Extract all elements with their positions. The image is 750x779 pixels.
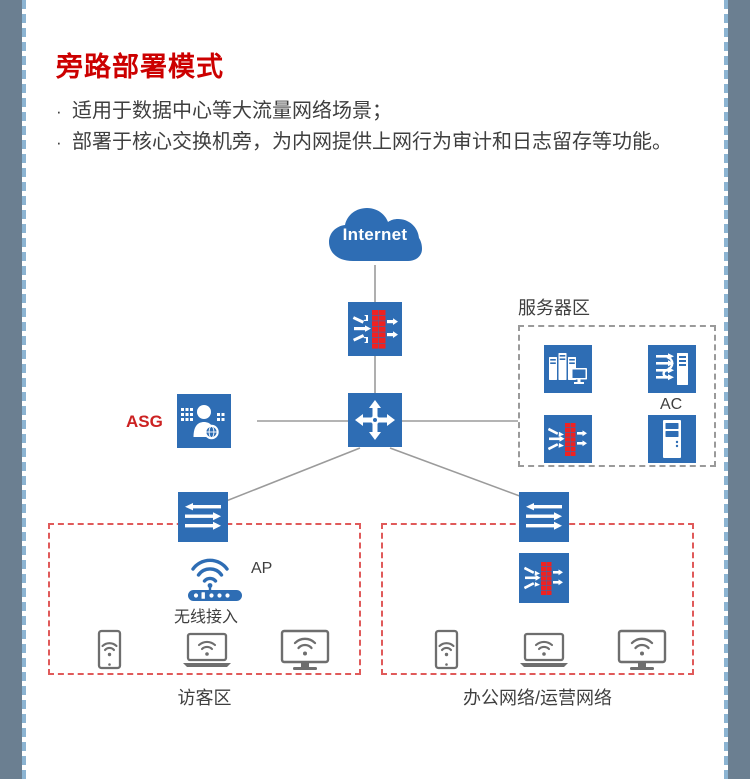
- guest-endpoint-tablet[interactable]: [86, 627, 132, 673]
- monitor-wifi-icon: [617, 629, 667, 670]
- guest-endpoint-monitor[interactable]: [274, 627, 336, 673]
- internet-cloud: Internet: [327, 207, 423, 265]
- office-endpoint-laptop[interactable]: [513, 627, 575, 673]
- page-frame-left-dash: [22, 0, 26, 779]
- firewall-top[interactable]: [348, 302, 402, 356]
- page-frame-right-dash: [724, 0, 728, 779]
- server-zone-firewall[interactable]: [544, 415, 592, 463]
- server-group-device[interactable]: [544, 345, 592, 393]
- internet-label: Internet: [342, 225, 408, 244]
- laptop-wifi-icon: [183, 632, 231, 667]
- firewall-icon: [524, 562, 563, 595]
- tablet-wifi-icon: [434, 629, 459, 670]
- server-group-icon: [549, 353, 587, 384]
- office-zone-firewall[interactable]: [519, 553, 569, 603]
- office-zone-caption: 办公网络/运营网络: [462, 688, 612, 708]
- bullet-text: 适用于数据中心等大流量网络场景；: [72, 100, 392, 122]
- office-zone-switch[interactable]: [519, 492, 569, 542]
- switch-icon: [526, 503, 562, 530]
- list-item: · 适用于数据中心等大流量网络场景；: [56, 96, 716, 127]
- server-zone-title: 服务器区: [518, 298, 590, 318]
- office-endpoint-tablet[interactable]: [423, 627, 469, 673]
- ap-label: AP: [251, 560, 273, 577]
- server-zone-box: [518, 325, 716, 467]
- access-controller-device[interactable]: [648, 345, 696, 393]
- page-title: 旁路部署模式: [56, 52, 224, 82]
- monitor-wifi-icon: [280, 629, 330, 670]
- network-topology-diagram: Internet: [26, 190, 724, 730]
- guest-zone-caption: 访客区: [177, 688, 232, 708]
- wireless-ap-device[interactable]: [186, 556, 244, 602]
- bullet-marker-icon: ·: [56, 133, 62, 152]
- laptop-wifi-icon: [520, 632, 568, 667]
- firewall-icon: [548, 423, 587, 456]
- asg-device[interactable]: [177, 394, 231, 448]
- firewall-icon: [352, 310, 398, 349]
- page-frame-right-bar: [728, 0, 750, 779]
- bullet-list: · 适用于数据中心等大流量网络场景； · 部署于核心交换机旁，为内网提供上网行为…: [56, 96, 716, 158]
- access-controller-icon: [656, 353, 688, 385]
- switch-icon: [185, 503, 221, 530]
- link-router-guest-switch: [215, 447, 361, 506]
- tablet-wifi-icon: [97, 629, 122, 670]
- cloud-icon: [329, 208, 422, 261]
- page-frame-left-bar: [0, 0, 22, 779]
- wireless-access-label: 无线接入: [174, 609, 239, 626]
- asg-icon: [181, 405, 225, 440]
- server-cabinet-icon: [663, 420, 681, 458]
- core-router[interactable]: [348, 393, 402, 447]
- office-endpoint-monitor[interactable]: [611, 627, 673, 673]
- wireless-ap-icon: [188, 558, 242, 601]
- asg-label: ASG: [126, 412, 163, 431]
- bullet-marker-icon: ·: [56, 102, 62, 121]
- router-icon: [355, 400, 395, 440]
- bullet-text: 部署于核心交换机旁，为内网提供上网行为审计和日志留存等功能。: [72, 131, 672, 153]
- server-cabinet-device[interactable]: [648, 415, 696, 463]
- guest-zone-switch[interactable]: [178, 492, 228, 542]
- list-item: · 部署于核心交换机旁，为内网提供上网行为审计和日志留存等功能。: [56, 127, 716, 158]
- guest-endpoint-laptop[interactable]: [176, 627, 238, 673]
- ac-label: AC: [660, 396, 683, 413]
- slide-canvas: 旁路部署模式 · 适用于数据中心等大流量网络场景； · 部署于核心交换机旁，为内…: [26, 0, 724, 779]
